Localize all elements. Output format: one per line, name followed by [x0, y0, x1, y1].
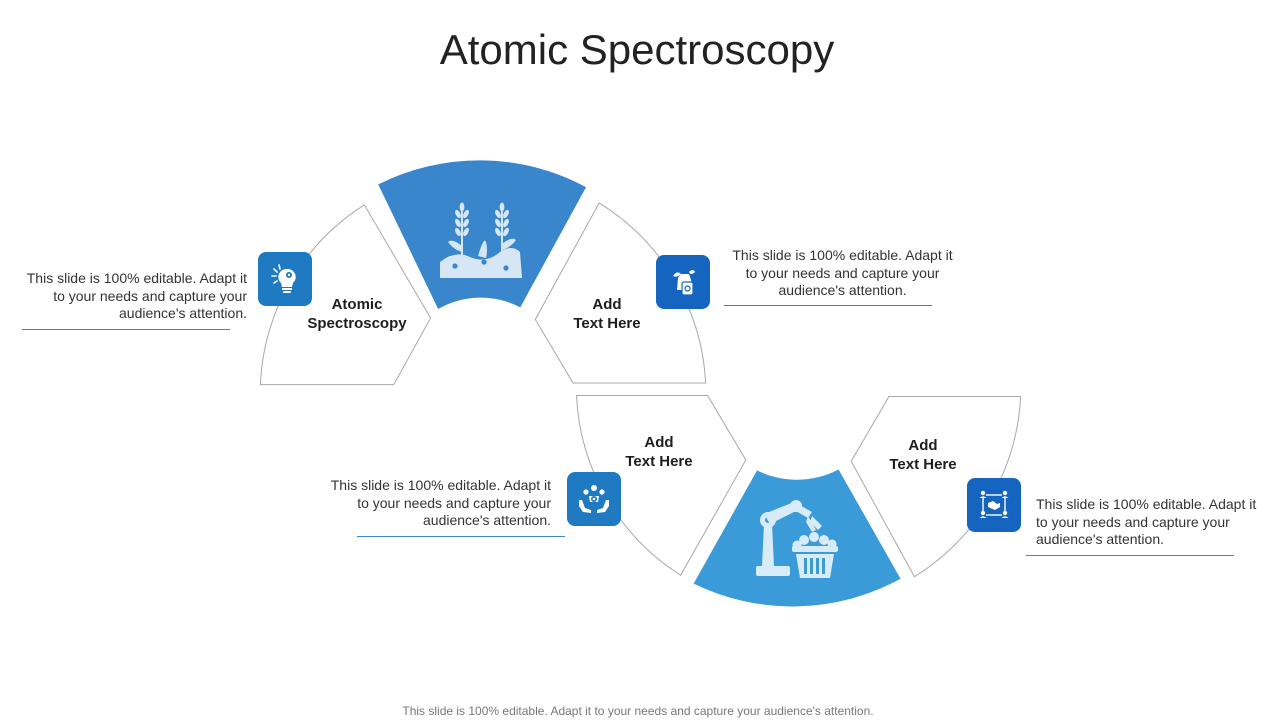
plant-jar-icon — [673, 270, 695, 296]
description-3: This slide is 100% editable. Adapt it to… — [330, 477, 551, 528]
badge-network-handshake[interactable] — [967, 478, 1021, 532]
badge-plant-jar[interactable] — [656, 255, 710, 309]
lightbulb-gear-icon — [271, 264, 296, 293]
description-2-rule — [724, 305, 932, 306]
segment-bottom-center[interactable] — [693, 469, 901, 607]
description-2: This slide is 100% editable. Adapt it to… — [732, 247, 953, 298]
wheat-field-icon — [440, 202, 522, 278]
slide-footer: This slide is 100% editable. Adapt it to… — [402, 704, 874, 718]
badge-team-hands[interactable] — [567, 472, 621, 526]
description-4: This slide is 100% editable. Adapt it to… — [1036, 496, 1257, 547]
description-3-rule — [357, 536, 565, 537]
network-handshake-icon — [979, 490, 1009, 518]
slide-title: Atomic Spectroscopy — [439, 26, 835, 73]
description-4-rule — [1026, 555, 1234, 556]
robotic-arm-basket-icon — [756, 500, 838, 578]
description-1-rule — [22, 329, 230, 330]
description-1: This slide is 100% editable. Adapt it to… — [26, 270, 247, 321]
badge-lightbulb[interactable] — [258, 252, 312, 306]
segment-top-center[interactable] — [378, 160, 587, 310]
team-hands-icon — [579, 485, 609, 513]
